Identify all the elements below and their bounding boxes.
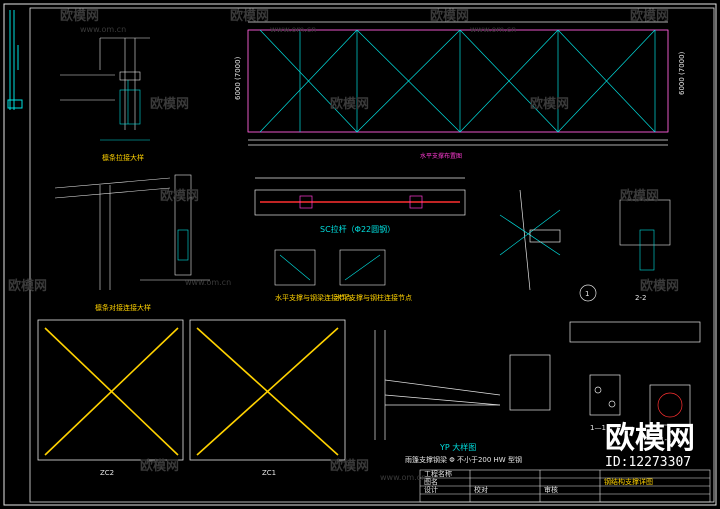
span-label-left: 6000 (7000) — [234, 56, 242, 100]
bracing-node-a — [274, 249, 386, 286]
yp-detail — [374, 330, 551, 440]
drawing-border — [3, 3, 717, 506]
truss-plan — [247, 21, 669, 146]
sc-rod-detail — [254, 177, 466, 216]
title-block-drawing-name: 钢结构支撑详图 — [604, 477, 653, 486]
binding-margin — [7, 10, 23, 110]
title-block-row-2: 设计 — [424, 485, 438, 494]
section-2-2 — [619, 199, 671, 271]
sc-rod-title: SC拉杆（Φ22圆钢） — [320, 224, 395, 234]
section-2-2-title: 2-2 — [635, 294, 646, 302]
zc1-bracing — [189, 319, 346, 461]
watermark-url-4: www.om.cn — [185, 278, 231, 287]
watermark-url-1: www.om.cn — [80, 25, 126, 34]
badge-id: ID:12273307 — [605, 455, 691, 470]
title-block-row-4: 审核 — [544, 485, 558, 494]
section-1-1-title: 1-1 — [660, 436, 671, 444]
title-block — [419, 469, 711, 503]
inner-border — [29, 7, 715, 503]
section-1-1-small: 1—1 — [590, 424, 606, 432]
detail-top-left — [60, 37, 150, 141]
watermark-1: 欧模网 — [60, 8, 99, 24]
yp-title: YP 大样图 — [439, 442, 476, 452]
zc2-title: ZC2 — [100, 469, 114, 477]
watermark-10: 欧模网 — [8, 278, 47, 294]
watermark-2: 欧模网 — [230, 8, 269, 24]
brand-badge: 欧模网 ID:12273307 — [605, 421, 695, 470]
watermark-4: 欧模网 — [630, 8, 669, 24]
span-label-right: 6000 (7000) — [678, 51, 686, 95]
watermarks: 欧模网 欧模网 欧模网 欧模网 欧模网 欧模网 欧模网 欧模网 欧模网 欧模网 … — [8, 8, 679, 482]
watermark-12: 欧模网 — [140, 458, 179, 474]
detail-top-left-title: 檩条拉接大样 — [102, 153, 144, 162]
title-block-row-3: 校对 — [474, 485, 488, 494]
watermark-5: 欧模网 — [150, 96, 189, 112]
watermark-url-3: www.om.cn — [470, 25, 516, 34]
watermark-3: 欧模网 — [430, 8, 469, 24]
title-block-row-0: 工程名称 — [424, 469, 452, 478]
section-circle-label: 1 — [585, 290, 589, 298]
watermark-9: 欧模网 — [620, 188, 659, 204]
zc2-bracing — [37, 319, 184, 461]
truss-plan-title: 水平支撑布置图 — [420, 152, 462, 160]
badge-brand: 欧模网 — [605, 421, 695, 456]
gusset-node — [499, 189, 597, 302]
beam-column-detail — [54, 174, 210, 290]
watermark-13: 欧模网 — [330, 458, 369, 474]
section-1-1 — [569, 321, 701, 426]
watermark-7: 欧模网 — [530, 96, 569, 112]
beam-detail-title: 檩条对接连接大样 — [95, 303, 151, 312]
watermark-6: 欧模网 — [330, 96, 369, 112]
watermark-11: 欧模网 — [640, 278, 679, 294]
yp-note: 雨篷支撑钢梁 Φ 不小于200 HW 型钢 — [405, 455, 522, 464]
zc1-title: ZC1 — [262, 469, 276, 477]
watermark-url-2: www.om.cn — [270, 25, 316, 34]
bracing-node-a-title: 水平支撑与钢梁连接节点 — [275, 293, 352, 302]
bracing-node-b-title: 水平支撑与钢柱连接节点 — [335, 293, 412, 302]
title-block-row-1: 图名 — [424, 477, 438, 486]
watermark-url-5: www.om.cn — [380, 473, 426, 482]
watermark-8: 欧模网 — [160, 188, 199, 204]
